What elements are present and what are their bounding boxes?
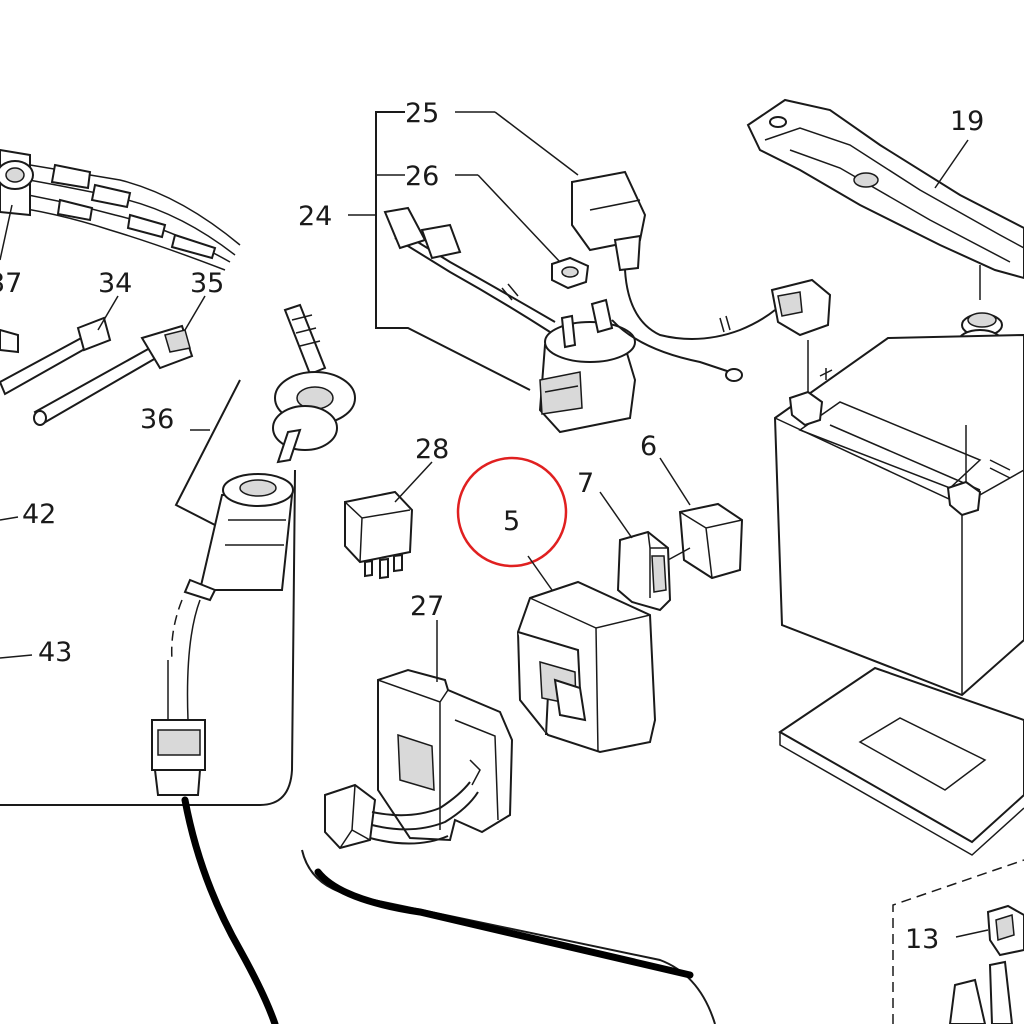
leader-6 [659,457,691,506]
label-26: 26 [405,161,439,192]
fuse-13 [948,904,1024,1024]
control-unit-5 [516,580,657,754]
fuse-box-dashed-outline [892,859,1024,1024]
leader-5 [527,555,553,591]
label-35: 35 [190,268,224,299]
harness-wire-middle [314,868,694,979]
bracket-7 [616,530,672,612]
terminal-cover-25 [571,170,647,272]
bracket-36 [174,379,241,526]
label-7: 7 [577,468,594,499]
label-28: 28 [415,434,449,465]
highlight-circle-part-5 [456,456,568,568]
leader-7 [599,491,633,539]
rubber-6 [678,502,744,580]
cable-tie-35 [33,324,194,426]
label-13: 13 [905,924,939,955]
rectifier-connector [324,781,479,850]
label-36: 36 [140,404,174,435]
rectifier-27 [377,668,514,842]
label-6: 6 [640,431,657,462]
leader-19 [934,139,969,189]
label-43: 43 [38,637,72,668]
relay-28 [344,490,414,580]
leader-34 [97,295,119,331]
label-25: 25 [405,98,439,129]
label-42: 42 [22,499,56,530]
leader-26b [477,174,561,263]
wire-harness-37 [0,148,241,354]
leader-42 [0,516,19,521]
left-section-outline [0,469,296,806]
leader-6b [667,547,691,561]
label-19: 19 [950,106,984,137]
relay-wires [383,206,832,382]
leader-25b [494,111,579,176]
label-27: 27 [410,591,444,622]
leader-28 [394,461,433,503]
cable-tie-34 [0,316,112,396]
label-5: 5 [503,506,520,537]
starter-relay [538,298,637,434]
battery [773,333,1024,697]
ignition-switch [151,473,294,796]
harness-wire-left [181,796,279,1024]
label-37: 37 [0,268,22,299]
ignition-keys [272,303,356,464]
label-24: 24 [298,201,332,232]
leader-35 [184,295,206,331]
leader-43 [0,654,33,659]
leader-13 [955,929,989,938]
nut-26 [551,256,590,290]
battery-tray [778,666,1024,856]
bracket-24 [375,111,531,391]
middle-section-outline [301,849,716,1024]
label-34: 34 [98,268,132,299]
